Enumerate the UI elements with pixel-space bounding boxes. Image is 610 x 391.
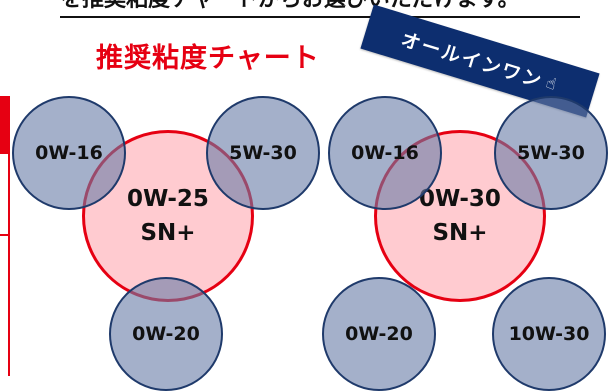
left-top-right-grade: 5W-30 [229,142,297,164]
left-top-right-circle: 5W-30 [206,96,320,210]
chart-title: 推奨粘度チャート [96,43,320,74]
right-bottom-right-circle: 10W-30 [492,277,606,391]
left-divider-line [0,234,10,236]
right-center-spec: SN+ [432,220,488,246]
right-center-grade: 0W-30 [419,185,501,212]
left-center-grade: 0W-25 [127,185,209,212]
right-bottom-left-circle: 0W-20 [322,277,436,391]
top-banner-text: を推奨粘度チャートからお選びいただけます。 [60,0,580,18]
right-bottom-right-grade: 10W-30 [508,323,590,345]
left-bottom-circle: 0W-20 [109,277,223,391]
left-border-line [8,100,10,376]
right-top-right-grade: 5W-30 [517,142,585,164]
left-top-left-grade: 0W-16 [35,142,103,164]
left-top-left-circle: 0W-16 [12,96,126,210]
right-top-left-circle: 0W-16 [328,96,442,210]
left-center-spec: SN+ [140,220,196,246]
right-top-left-grade: 0W-16 [351,142,419,164]
right-top-right-circle: 5W-30 [494,96,608,210]
right-bottom-left-grade: 0W-20 [345,323,413,345]
allinone-label: オールインワン [398,28,546,93]
left-red-block [0,96,10,154]
pointing-hand-icon: ☝ [543,72,561,94]
left-bottom-grade: 0W-20 [132,323,200,345]
